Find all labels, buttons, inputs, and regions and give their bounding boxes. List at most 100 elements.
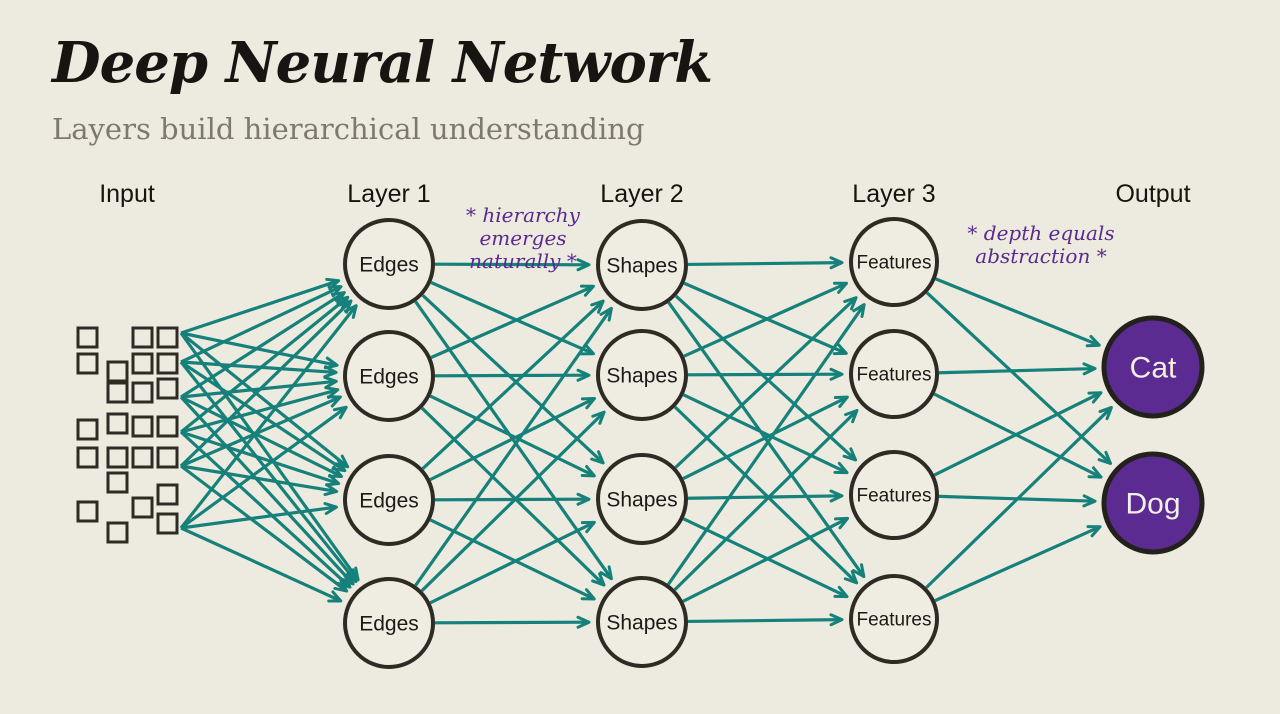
input-pixel-square [131, 415, 154, 438]
connection-arrow [434, 492, 591, 506]
input-pixel-square [106, 471, 129, 494]
connection-arrow [179, 331, 350, 469]
layer1-node-1 [343, 218, 435, 310]
layer3-node-1 [849, 217, 939, 307]
layer3-node-label: Features [857, 253, 932, 274]
layer2-node-4 [596, 576, 688, 668]
connection-arrow [682, 516, 850, 603]
connection-arrow [180, 464, 339, 497]
connection-arrow [429, 396, 596, 482]
connection-arrow [434, 258, 591, 272]
connection-arrow [421, 299, 605, 470]
connection-arrow [180, 386, 340, 434]
connection-arrow [179, 299, 353, 468]
connection-arrow [933, 391, 1103, 477]
connection-arrow [683, 281, 849, 358]
connection-arrow [687, 367, 844, 381]
connection-arrow [179, 395, 355, 586]
input-pixel-square [76, 500, 99, 523]
layer3-node-label: Features [857, 365, 932, 386]
column-header-layer-1: Layer 1 [347, 180, 430, 208]
connection-arrow [429, 518, 596, 601]
connection-arrow [938, 362, 1097, 376]
input-pixel-square [131, 496, 154, 519]
connection-arrow [180, 331, 339, 370]
input-pixel-square [76, 352, 99, 375]
connection-arrow [925, 405, 1113, 589]
connection-arrow [674, 294, 858, 462]
connection-arrow [180, 291, 346, 399]
input-pixel-square [156, 415, 179, 438]
input-pixel-square [76, 446, 99, 469]
connection-arrow [180, 395, 342, 468]
layer1-node-label: Edges [359, 254, 419, 277]
column-headers: Input Layer 1 Layer 2 Layer 3 Output [99, 180, 1190, 208]
connection-arrow [179, 295, 350, 434]
page-title: Deep Neural Network [52, 30, 713, 96]
connection-arrow [925, 291, 1113, 465]
connection-arrow [934, 525, 1102, 603]
input-pixel-grid [76, 326, 179, 544]
output-node-cat [1101, 315, 1205, 419]
connection-arrow [180, 526, 343, 603]
connection-arrow [935, 277, 1101, 348]
connection-arrow [179, 430, 352, 589]
connection-arrow [430, 284, 595, 359]
layer2-node-label: Shapes [606, 255, 677, 278]
connection-arrow [687, 256, 844, 270]
connection-arrow [420, 406, 606, 587]
column-header-layer-2: Layer 2 [600, 180, 683, 208]
connection-arrow [682, 517, 849, 599]
layer2-node-2 [596, 329, 688, 421]
layer1-node-3 [343, 454, 435, 546]
column-header-layer-3: Layer 3 [852, 180, 935, 208]
input-pixel-square [131, 352, 154, 375]
layer2-node-1 [596, 219, 688, 311]
layer1-node-label: Edges [359, 490, 419, 513]
input-pixel-square [106, 446, 129, 469]
page-subtitle: Layers build hierarchical understanding [52, 112, 645, 146]
input-pixel-square [106, 521, 129, 544]
input-pixel-square [76, 418, 99, 441]
connection-arrow [673, 405, 859, 585]
connection-arrow [180, 360, 338, 379]
connection-arrow [687, 613, 844, 627]
layer3-node-2 [849, 329, 939, 419]
input-pixel-square [156, 377, 179, 400]
input-pixel-square [156, 352, 179, 375]
layer3-node-4 [849, 574, 939, 664]
layer1-node-label: Edges [359, 613, 419, 636]
connections [179, 256, 1113, 629]
output-node-label: Dog [1125, 488, 1180, 521]
connection-arrow [667, 303, 866, 586]
connection-arrow [179, 332, 360, 582]
connection-arrow [180, 405, 348, 530]
column-header-output: Output [1115, 180, 1190, 208]
output-node-label: Cat [1130, 352, 1177, 385]
connection-arrow [430, 281, 595, 356]
connection-arrow [180, 285, 343, 364]
layer3-node-label: Features [857, 486, 932, 507]
input-pixel-square [106, 360, 129, 383]
layer3-node-3 [849, 450, 939, 540]
layer3-node-label: Features [857, 610, 932, 631]
layer2-node-label: Shapes [606, 489, 677, 512]
connection-arrow [180, 502, 338, 530]
column-header-input: Input [99, 180, 155, 208]
connection-arrow [682, 393, 849, 475]
input-pixel-square [156, 326, 179, 349]
input-pixel-square [131, 326, 154, 349]
connection-arrow [421, 294, 605, 465]
input-pixel-square [156, 483, 179, 506]
input-pixel-square [131, 381, 154, 404]
connection-arrow [682, 395, 849, 480]
connection-arrow [179, 304, 358, 529]
